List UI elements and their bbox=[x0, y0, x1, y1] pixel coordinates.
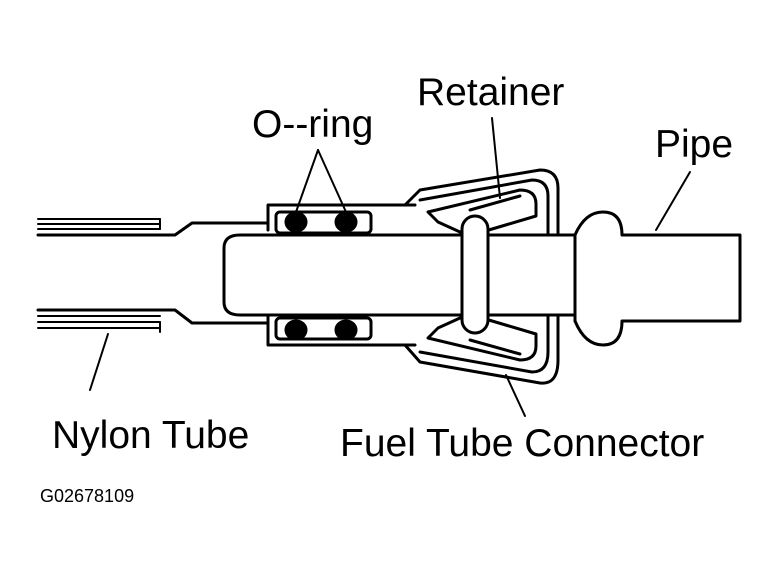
nylon-tube bbox=[37, 218, 161, 333]
fuel-tube-connector-label: Fuel Tube Connector bbox=[340, 422, 704, 465]
leader-lines bbox=[89, 117, 691, 417]
figure-id: G02678109 bbox=[40, 486, 134, 506]
nylon-tube-leader bbox=[89, 333, 109, 391]
o-ring-bottom-left bbox=[284, 319, 308, 341]
o-ring-leader-right bbox=[317, 149, 347, 213]
retainer-label: Retainer bbox=[417, 71, 564, 114]
o-ring-leader-left bbox=[295, 149, 319, 213]
connector-leader bbox=[505, 374, 526, 417]
o-ring-bottom-right bbox=[334, 319, 358, 341]
o-ring-top-right bbox=[334, 211, 358, 233]
connector-nose bbox=[36, 203, 417, 347]
o-ring-seals bbox=[274, 210, 373, 341]
o-ring-label: O--ring bbox=[252, 103, 373, 146]
o-ring-top-left bbox=[284, 211, 308, 233]
retainer-leader bbox=[491, 117, 501, 199]
nylon-tube-label: Nylon Tube bbox=[52, 414, 249, 457]
pipe-label: Pipe bbox=[655, 123, 733, 166]
pipe-leader bbox=[655, 171, 691, 231]
pipe bbox=[222, 210, 742, 347]
